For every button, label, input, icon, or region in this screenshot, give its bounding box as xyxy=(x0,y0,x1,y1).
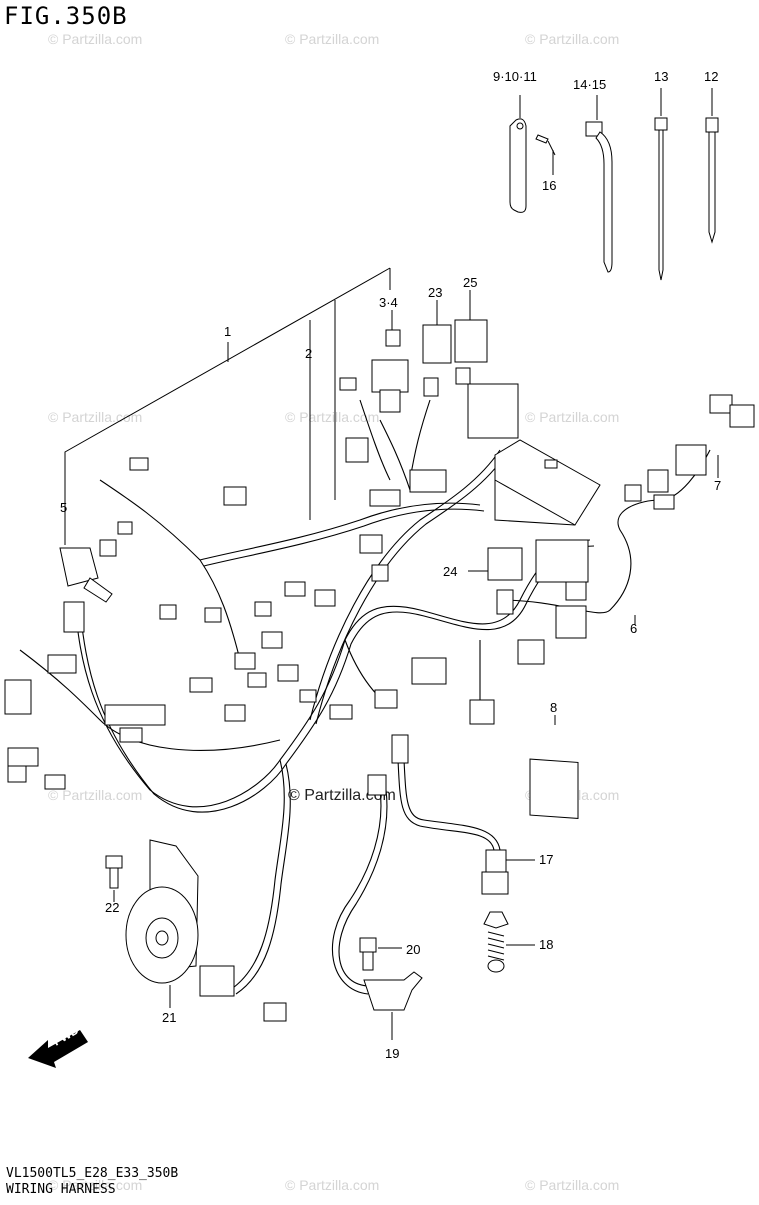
callout-labels: 1 2 3·4 5 6 7 8 9·10·11 12 13 14·15 16 1… xyxy=(60,69,721,1061)
watermark: © Partzilla.com xyxy=(285,1177,379,1193)
cable-tie-12 xyxy=(705,88,719,244)
callout-8: 8 xyxy=(550,700,557,715)
callout-18: 18 xyxy=(539,937,553,952)
harness-connectors xyxy=(4,359,755,1022)
watermarks: © Partzilla.com © Partzilla.com © Partzi… xyxy=(48,31,619,1193)
callout-14-15: 14·15 xyxy=(573,77,606,92)
diagram-title: WIRING HARNESS xyxy=(6,1182,116,1197)
bolt-20 xyxy=(359,937,402,971)
watermark: © Partzilla.com xyxy=(525,31,619,47)
watermark: © Partzilla.com xyxy=(285,409,379,425)
callout-17: 17 xyxy=(539,852,553,867)
callout-22: 22 xyxy=(105,900,119,915)
callout-16: 16 xyxy=(542,178,556,193)
clamp-part xyxy=(509,95,527,213)
sensor-19 xyxy=(331,774,423,1040)
screw-part xyxy=(535,134,556,175)
callout-19: 19 xyxy=(385,1046,399,1061)
watermark: © Partzilla.com xyxy=(48,31,142,47)
callout-5: 5 xyxy=(60,500,67,515)
callout-21: 21 xyxy=(162,1010,176,1025)
watermark: © Partzilla.com xyxy=(525,1177,619,1193)
model-code: VL1500TL5_E28_E33_350B xyxy=(6,1166,179,1181)
harness-leader-lines xyxy=(64,267,471,545)
sensor-17 xyxy=(391,734,535,895)
figure-number: FIG.350B xyxy=(4,2,128,30)
horn-21 xyxy=(125,839,199,1008)
callout-9-10-11: 9·10·11 xyxy=(493,69,537,84)
callout-1: 1 xyxy=(224,324,231,339)
callout-3-4: 3·4 xyxy=(379,295,398,310)
relay-parts xyxy=(385,319,488,364)
callout-6: 6 xyxy=(630,621,637,636)
callout-12: 12 xyxy=(704,69,718,84)
callout-2: 2 xyxy=(305,346,312,361)
watermark: © Partzilla.com xyxy=(48,1177,142,1193)
fwd-arrow-icon: FWD xyxy=(28,1023,88,1068)
watermark: © Partzilla.com xyxy=(525,409,619,425)
bolt-22 xyxy=(105,855,123,902)
callout-7: 7 xyxy=(714,478,721,493)
callout-25: 25 xyxy=(463,275,477,290)
sensor-cap xyxy=(59,547,113,603)
callout-13: 13 xyxy=(654,69,668,84)
cable-tie-13 xyxy=(654,88,668,281)
grommet-tie-part xyxy=(585,95,613,273)
main-harness xyxy=(19,399,711,995)
watermark: © Partzilla.com xyxy=(48,409,142,425)
label-plate xyxy=(529,715,579,819)
watermark: © Partzilla.com xyxy=(285,31,379,47)
callout-20: 20 xyxy=(406,942,420,957)
callout-23: 23 xyxy=(428,285,442,300)
watermark: © Partzilla.com xyxy=(48,787,142,803)
ecu-connector xyxy=(494,439,601,526)
spring-18 xyxy=(483,911,535,973)
callout-24: 24 xyxy=(443,564,457,579)
